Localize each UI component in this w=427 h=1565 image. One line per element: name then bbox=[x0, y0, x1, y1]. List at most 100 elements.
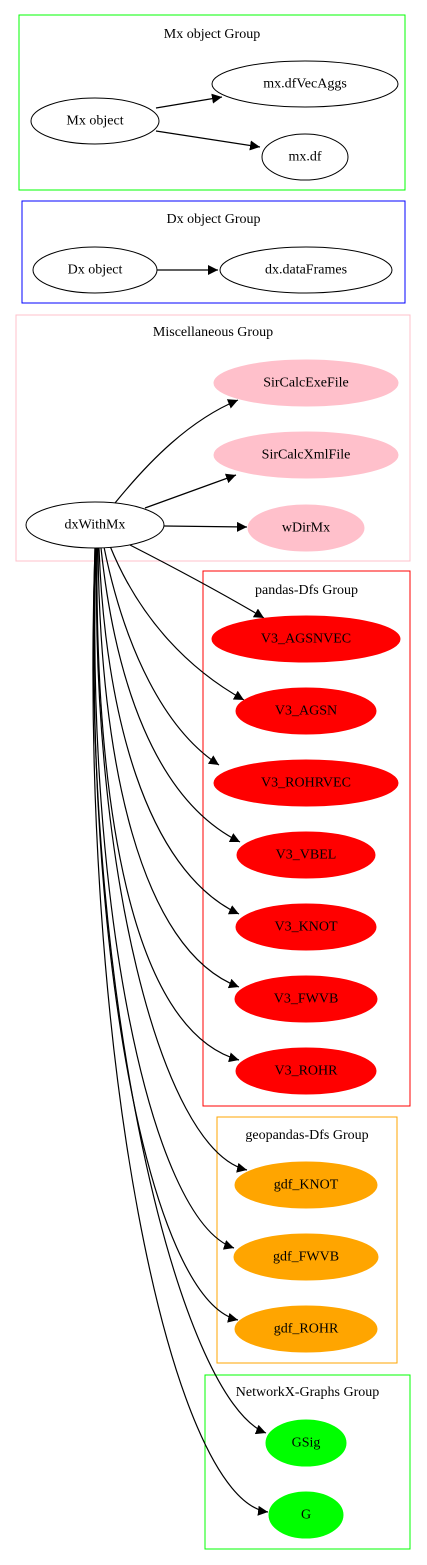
node-dx_dataFrames[interactable]: dx.dataFrames bbox=[219, 246, 393, 294]
node-shape bbox=[234, 1305, 378, 1353]
node-label: dxWithMx bbox=[65, 518, 126, 533]
node-layer: Mx object mx.dfVecAggs mx.df Dx object dx.da… bbox=[25, 60, 401, 1539]
cluster-dx: Dx object Group bbox=[21, 200, 406, 304]
node-label: dx.dataFrames bbox=[265, 263, 347, 278]
node-shape bbox=[211, 615, 401, 663]
node-shape bbox=[213, 359, 399, 407]
node-mx_dtVecAggs[interactable]: mx.dfVecAggs bbox=[211, 60, 399, 108]
cluster-label: NetworkX-Graphs Group bbox=[236, 1385, 379, 1400]
cluster-border bbox=[202, 570, 411, 1107]
node-label: gdf_ROHR bbox=[274, 1322, 339, 1337]
edge-dxWithMx-to-V3_AGSNVEC bbox=[129, 544, 265, 619]
node-mx_df[interactable]: mx.df bbox=[261, 133, 349, 181]
node-shape bbox=[213, 431, 399, 479]
cluster-mx: Mx object Group bbox=[18, 14, 406, 191]
edge-dxWithMx-to-gdf_ROHR bbox=[93, 547, 239, 1323]
node-G[interactable]: G bbox=[268, 1491, 344, 1539]
edge-dxWithMx-to-V3_ROHR bbox=[96, 547, 240, 1063]
edge-mx_object-to-mx_df bbox=[155, 130, 261, 151]
node-label: V3_ROHRVEC bbox=[261, 776, 351, 791]
node-label: V3_AGSNVEC bbox=[261, 632, 351, 647]
cluster-pandas: pandas-Dfs Group bbox=[202, 570, 411, 1107]
node-label: V3_VBEL bbox=[276, 848, 337, 863]
node-V3_FWVB[interactable]: V3_FWVB bbox=[234, 975, 378, 1023]
node-label: G bbox=[301, 1508, 311, 1523]
cluster-nx: NetworkX-Graphs Group bbox=[204, 1374, 411, 1550]
node-shape bbox=[268, 1491, 344, 1539]
node-label: mx.dfVecAggs bbox=[263, 77, 347, 92]
cluster-border bbox=[18, 14, 406, 191]
cluster-border bbox=[21, 200, 406, 304]
node-V3_ROHRVEC[interactable]: V3_ROHRVEC bbox=[213, 759, 399, 807]
edge-dxWithMx-to-V3_ROHRVEC bbox=[103, 546, 220, 766]
node-shape bbox=[236, 831, 376, 879]
node-mx_object[interactable]: Mx object bbox=[30, 97, 160, 145]
cluster-border bbox=[15, 314, 411, 562]
node-label: V3_AGSN bbox=[275, 704, 337, 719]
node-SirCalcExeFile[interactable]: SirCalcExeFile bbox=[213, 359, 399, 407]
node-dx_object[interactable]: Dx object bbox=[32, 246, 158, 294]
edge-dxWithMx-to-V3_VBEL bbox=[100, 547, 241, 843]
node-V3_AGSNVEC[interactable]: V3_AGSNVEC bbox=[211, 615, 401, 663]
cluster-label: pandas-Dfs Group bbox=[255, 583, 358, 598]
node-gdf_KNOT[interactable]: gdf_KNOT bbox=[234, 1161, 378, 1209]
node-shape bbox=[30, 97, 160, 145]
node-SirCalcXmlFile[interactable]: SirCalcXmlFile bbox=[213, 431, 399, 479]
node-label: gdf_FWVB bbox=[273, 1250, 339, 1265]
cluster-label: Miscellaneous Group bbox=[153, 325, 273, 340]
node-shape bbox=[235, 687, 377, 735]
node-label: Dx object bbox=[68, 263, 123, 278]
node-label: GSig bbox=[292, 1436, 321, 1451]
node-shape bbox=[235, 903, 377, 951]
cluster-label: Mx object Group bbox=[164, 27, 260, 42]
node-shape bbox=[261, 133, 349, 181]
edge-dxWithMx-to-GSig bbox=[92, 547, 267, 1435]
node-GSig[interactable]: GSig bbox=[265, 1419, 347, 1467]
node-wDirMx[interactable]: wDirMx bbox=[247, 504, 365, 552]
node-shape bbox=[32, 246, 158, 294]
node-label: Mx object bbox=[66, 114, 123, 129]
edge-dxWithMx-to-wDirMx bbox=[163, 521, 248, 532]
edge-dxWithMx-to-V3_AGSN bbox=[109, 545, 245, 701]
node-shape bbox=[25, 501, 165, 549]
edge-dxWithMx-to-SirCalcXmlFile bbox=[144, 473, 237, 509]
node-label: V3_FWVB bbox=[274, 992, 339, 1007]
node-label: wDirMx bbox=[282, 521, 330, 536]
node-shape bbox=[234, 975, 378, 1023]
node-V3_VBEL[interactable]: V3_VBEL bbox=[236, 831, 376, 879]
node-dxWithMx[interactable]: dxWithMx bbox=[25, 501, 165, 549]
node-shape bbox=[219, 246, 393, 294]
edge-layer bbox=[92, 93, 269, 1516]
node-V3_ROHR[interactable]: V3_ROHR bbox=[235, 1047, 377, 1095]
cluster-border bbox=[204, 1374, 411, 1550]
node-label: V3_ROHR bbox=[274, 1064, 338, 1079]
edge-dxWithMx-to-G bbox=[92, 547, 269, 1516]
node-gdf_FWVB[interactable]: gdf_FWVB bbox=[233, 1233, 379, 1281]
cluster-layer: Mx object Group Dx object GroupMiscellane… bbox=[15, 14, 411, 1550]
node-shape bbox=[247, 504, 365, 552]
cluster-misc: Miscellaneous Group bbox=[15, 314, 411, 562]
edge-dxWithMx-to-gdf_KNOT bbox=[95, 547, 248, 1173]
node-V3_AGSN[interactable]: V3_AGSN bbox=[235, 687, 377, 735]
node-shape bbox=[233, 1233, 379, 1281]
edge-dxWithMx-to-gdf_FWVB bbox=[94, 547, 235, 1250]
cluster-geo: geopandas-Dfs Group bbox=[216, 1116, 398, 1364]
node-label: mx.df bbox=[288, 150, 321, 165]
node-label: gdf_KNOT bbox=[274, 1178, 339, 1193]
node-shape bbox=[265, 1419, 347, 1467]
node-label: SirCalcExeFile bbox=[263, 376, 349, 391]
node-shape bbox=[213, 759, 399, 807]
edge-mx_object-to-mx_dtVecAggs bbox=[155, 93, 223, 109]
node-gdf_ROHR[interactable]: gdf_ROHR bbox=[234, 1305, 378, 1353]
node-label: V3_KNOT bbox=[275, 920, 338, 935]
node-V3_KNOT[interactable]: V3_KNOT bbox=[235, 903, 377, 951]
node-shape bbox=[234, 1161, 378, 1209]
edge-dxWithMx-to-V3_KNOT bbox=[98, 547, 240, 915]
cluster-label: Dx object Group bbox=[166, 212, 260, 227]
node-label: SirCalcXmlFile bbox=[262, 448, 351, 463]
node-shape bbox=[211, 60, 399, 108]
edge-dxWithMx-to-V3_FWVB bbox=[97, 547, 240, 989]
edge-dxWithMx-to-SirCalcExeFile bbox=[114, 399, 239, 504]
node-shape bbox=[235, 1047, 377, 1095]
